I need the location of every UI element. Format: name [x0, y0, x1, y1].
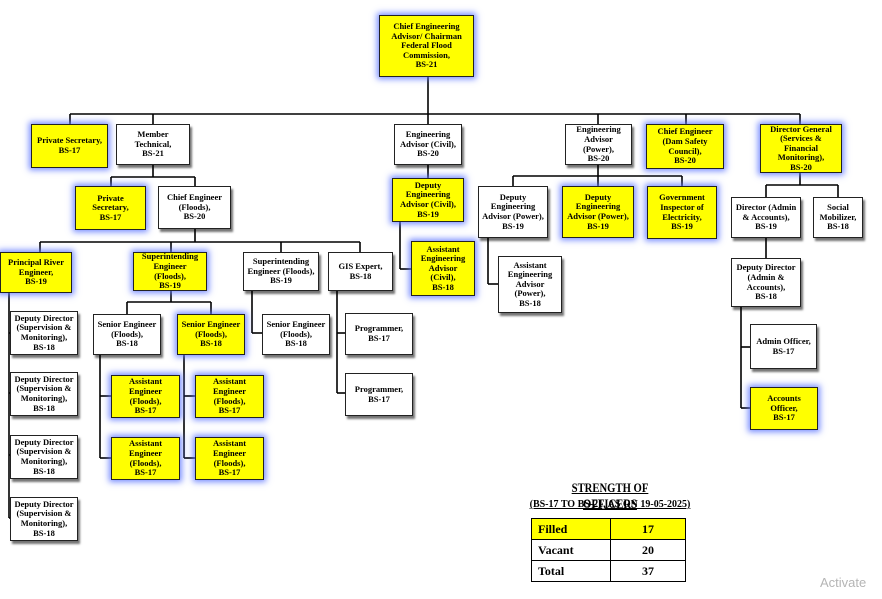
principal-river-engineer-box: Principal River Engineer, BS-19: [0, 252, 72, 293]
government-inspector-box: Government Inspector of Electricity, BS-…: [647, 186, 717, 239]
deputy-engineering-advisor-power-2-box: Deputy Engineering Advisor (Power), BS-1…: [562, 186, 634, 238]
strength-subtitle: (BS-17 TO BS-21, AS ON 19-05-2025): [529, 499, 691, 510]
senior-engineer-3-box: Senior Engineer (Floods), BS-18: [262, 314, 330, 355]
superintending-engineer-1-box: Superintending Engineer (Floods), BS-19: [133, 252, 207, 291]
activation-watermark: Activate: [820, 575, 867, 590]
deputy-director-sm-3-box: Deputy Director (Supervision & Monitorin…: [10, 435, 78, 479]
engineering-advisor-civil-box: Engineering Advisor (Civil), BS-20: [394, 124, 462, 165]
superintending-engineer-2-box: Superintending Engineer (Floods), BS-19: [243, 252, 319, 291]
assistant-engineer-2-box: Assistant Engineer (Floods), BS-17: [195, 375, 264, 418]
chief-engineer-dam-safety-box: Chief Engineer (Dam Safety Council), BS-…: [646, 124, 724, 169]
chief-engineer-floods-box: Chief Engineer (Floods), BS-20: [158, 186, 231, 229]
table-cell-value: 17: [610, 518, 686, 540]
assistant-engineer-4-box: Assistant Engineer (Floods), BS-17: [195, 437, 264, 480]
programmer-2-box: Programmer, BS-17: [345, 373, 413, 416]
table-row-filled: Filled 17: [531, 518, 686, 540]
senior-engineer-1-box: Senior Engineer (Floods), BS-18: [93, 314, 161, 355]
assistant-engineering-advisor-power-box: Assistant Engineering Advisor (Power), B…: [498, 256, 562, 313]
strength-title: STRENGTH OF OFFICERS: [571, 480, 649, 511]
assistant-engineer-1-box: Assistant Engineer (Floods), BS-17: [111, 375, 180, 418]
assistant-engineering-advisor-civil-box: Assistant Engineering Advisor (Civil), B…: [411, 241, 475, 296]
private-secretary-top-box: Private Secretary, BS-17: [31, 124, 108, 168]
deputy-director-sm-4-box: Deputy Director (Supervision & Monitorin…: [10, 497, 78, 541]
deputy-engineering-advisor-civil-box: Deputy Engineering Advisor (Civil), BS-1…: [392, 178, 464, 222]
engineering-advisor-power-box: Engineering Advisor (Power), BS-20: [565, 124, 632, 165]
admin-officer-box: Admin Officer, BS-17: [750, 324, 817, 369]
director-admin-accounts-box: Director (Admin & Accounts), BS-19: [731, 197, 801, 238]
chief-engineering-advisor-box: Chief Engineering Advisor/ Chairman Fede…: [379, 15, 474, 77]
assistant-engineer-3-box: Assistant Engineer (Floods), BS-17: [111, 437, 180, 480]
programmer-1-box: Programmer, BS-17: [345, 313, 413, 355]
deputy-director-sm-1-box: Deputy Director (Supervision & Monitorin…: [10, 311, 78, 355]
director-general-box: Director General (Services & Financial M…: [760, 124, 842, 173]
table-cell-value: 20: [610, 539, 686, 561]
deputy-director-sm-2-box: Deputy Director (Supervision & Monitorin…: [10, 372, 78, 416]
private-secretary-member-box: Private Secretary, BS-17: [75, 186, 146, 230]
social-mobilizer-box: Social Mobilizer, BS-18: [813, 197, 863, 238]
table-cell-label: Vacant: [531, 539, 611, 561]
table-cell-label: Filled: [531, 518, 611, 540]
deputy-engineering-advisor-power-1-box: Deputy Engineering Advisor (Power), BS-1…: [478, 186, 548, 238]
table-cell-label: Total: [531, 560, 611, 582]
table-row-vacant: Vacant 20: [531, 539, 686, 561]
table-cell-value: 37: [610, 560, 686, 582]
member-technical-box: Member Technical, BS-21: [116, 124, 190, 165]
accounts-officer-box: Accounts Officer, BS-17: [750, 387, 818, 430]
senior-engineer-2-box: Senior Engineer (Floods), BS-18: [177, 314, 245, 355]
strength-table: Filled 17 Vacant 20 Total 37: [531, 518, 686, 582]
gis-expert-box: GIS Expert, BS-18: [328, 252, 393, 291]
deputy-director-admin-box: Deputy Director (Admin & Accounts), BS-1…: [731, 258, 801, 307]
table-row-total: Total 37: [531, 560, 686, 582]
